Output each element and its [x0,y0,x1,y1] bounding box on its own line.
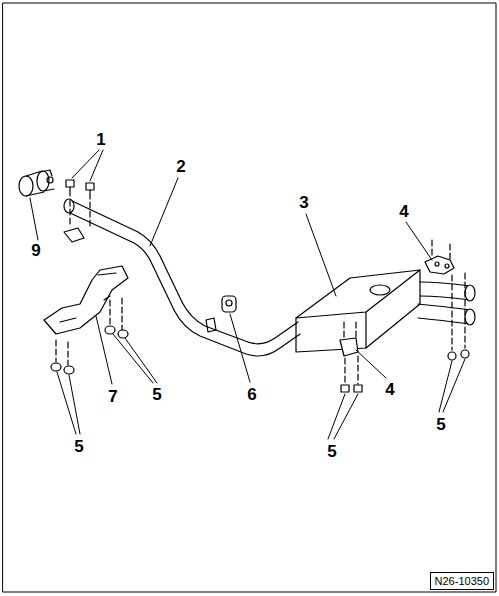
mounts [340,240,465,384]
callout-number: 6 [246,386,257,403]
nuts [51,326,128,374]
frame [3,3,496,592]
callout-number: 5 [326,443,337,460]
rubber-hanger [206,296,236,332]
callout-number: 5 [435,416,446,433]
callout-number: 4 [398,203,409,220]
bolts [66,180,94,226]
callout-number: 2 [175,158,186,175]
leader-lines [30,150,465,439]
figure-number-box: N26-10350 [430,572,494,590]
callout-number: 3 [298,194,309,211]
callout-number: 7 [107,388,118,405]
callout-number: 9 [30,242,41,259]
callout-number: 5 [151,386,162,403]
callout-number: 4 [384,381,395,398]
muffler [296,270,475,352]
callout-number: 1 [95,131,106,148]
clamp [19,170,54,196]
bracket [44,228,128,365]
callout-number: 5 [73,438,84,455]
figure-number: N26-10350 [435,575,489,587]
